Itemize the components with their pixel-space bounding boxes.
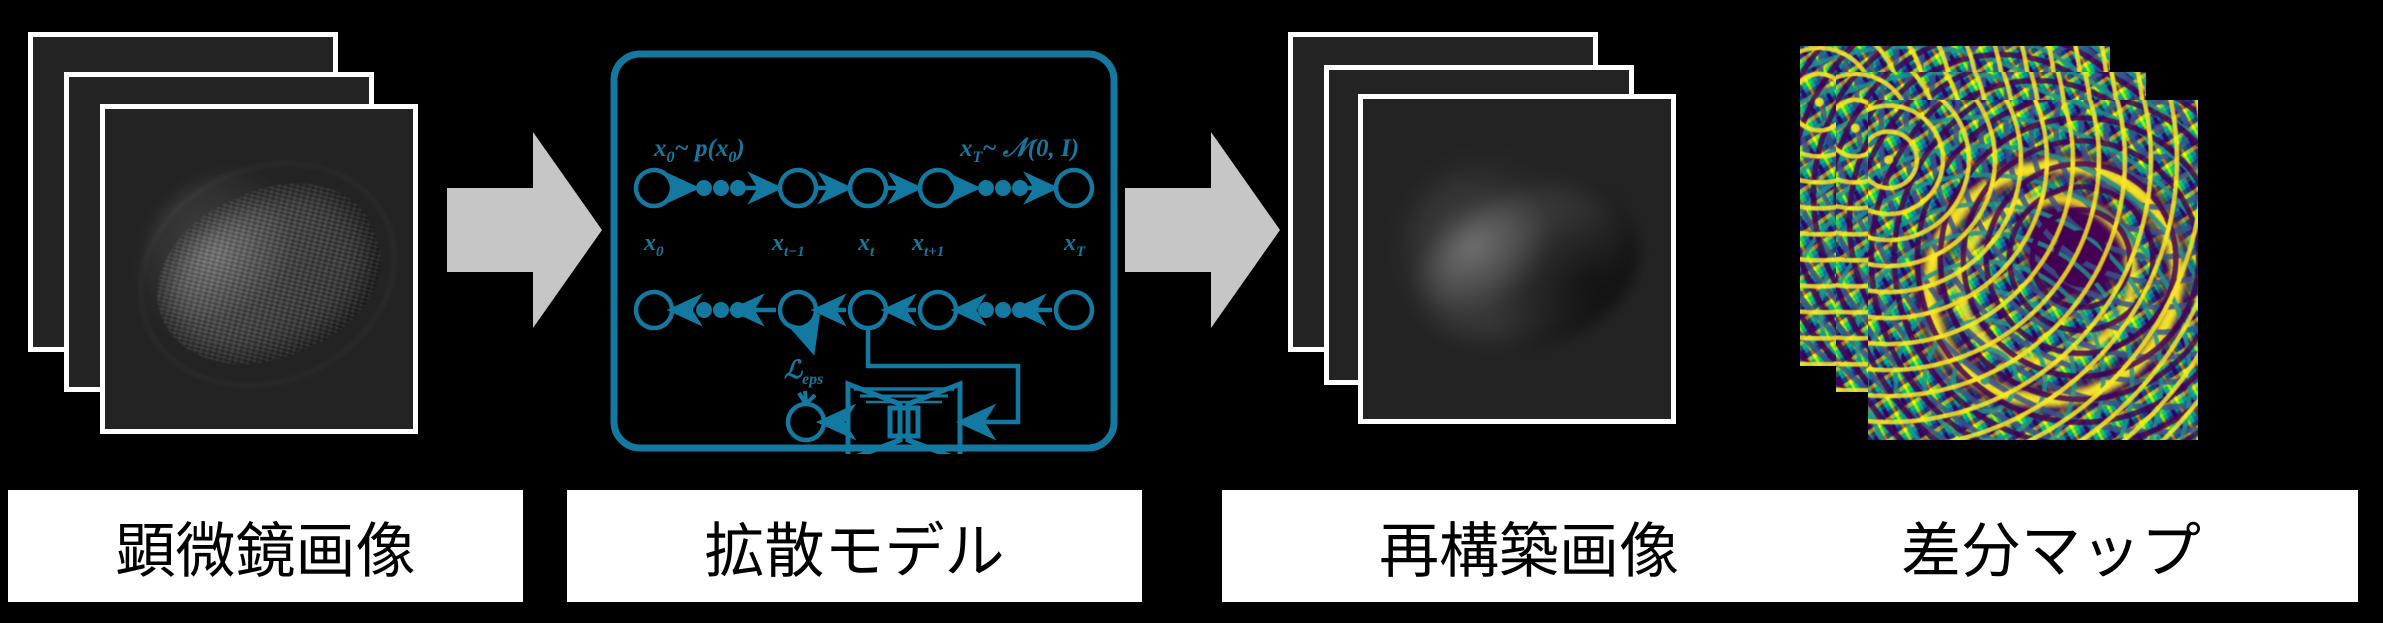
reconstruction-embryo: [1388, 143, 1665, 388]
label-diffusion-model: 拡散モデル: [704, 517, 1005, 585]
forward-annotation: x0~ p(x0): [653, 135, 745, 166]
node-epsilon: [785, 401, 827, 443]
chevron-arrow-icon: [1125, 132, 1280, 328]
micrograph-rim: [105, 122, 413, 426]
network-input-path: [865, 328, 1021, 441]
node-x0-forward: [633, 167, 675, 209]
node-label-xtm1: xt−1: [771, 230, 805, 260]
label-box-microscopy: 顕微鏡画像: [8, 490, 523, 602]
node-xtm1-reverse: [777, 289, 819, 331]
node-label-xt: xt: [857, 230, 875, 260]
stack-sheet-front: [1868, 100, 2198, 440]
reconstruction-thumbnail-front: [1363, 99, 1671, 419]
difference-map-thumbnail-front: [1868, 100, 2198, 440]
node-x0-reverse: [633, 289, 675, 331]
diffusion-model-box: x0~ p(x0) xT~ 𝒩(0, I) x0 xt−1 xt xt+1 xT…: [608, 48, 1120, 454]
node-xT-reverse: [1053, 289, 1095, 331]
label-box-diffusion-model: 拡散モデル: [567, 490, 1142, 602]
stack-sheet-front: [100, 104, 418, 434]
loss-arrow: [785, 311, 821, 356]
micrograph-thumbnail-front: [105, 109, 413, 429]
arrow-model-to-reconstruction: [1125, 132, 1280, 328]
image-stack-microscopy: [28, 32, 428, 452]
image-stack-reconstruction: [1288, 32, 1688, 452]
reverse-annotation: xT~ 𝒩(0, I): [959, 133, 1079, 166]
node-xtp1-reverse: [917, 289, 959, 331]
image-stack-difference-map: [1800, 28, 2220, 458]
label-microscopy: 顕微鏡画像: [115, 517, 416, 585]
node-xt-reverse: [847, 289, 889, 331]
diffusion-box-outline: [610, 50, 1118, 452]
node-xT-forward: [1053, 167, 1095, 209]
viridis-speckle: [1868, 100, 2198, 440]
node-xt-forward: [847, 167, 889, 209]
label-difference-map: 差分マップ: [1901, 517, 2201, 585]
node-xtp1-forward: [917, 167, 959, 209]
node-label-xT: xT: [1063, 230, 1086, 260]
unet-autoencoder-icon: [845, 380, 963, 454]
chevron-arrow-icon: [447, 132, 602, 328]
loss-label: ℒeps: [784, 357, 823, 388]
ellipsis-dots-group: [696, 180, 1028, 318]
epsilon-spark-icon: [797, 390, 817, 406]
arrow-microscopy-to-model: [447, 132, 602, 328]
node-xtm1-forward: [777, 167, 819, 209]
label-box-outputs: 再構築画像 差分マップ: [1222, 490, 2358, 602]
node-label-xtp1: xt+1: [911, 230, 944, 260]
label-reconstruction: 再構築画像: [1379, 517, 1679, 585]
node-label-x0: x0: [643, 230, 664, 260]
stack-sheet-front: [1358, 94, 1676, 424]
